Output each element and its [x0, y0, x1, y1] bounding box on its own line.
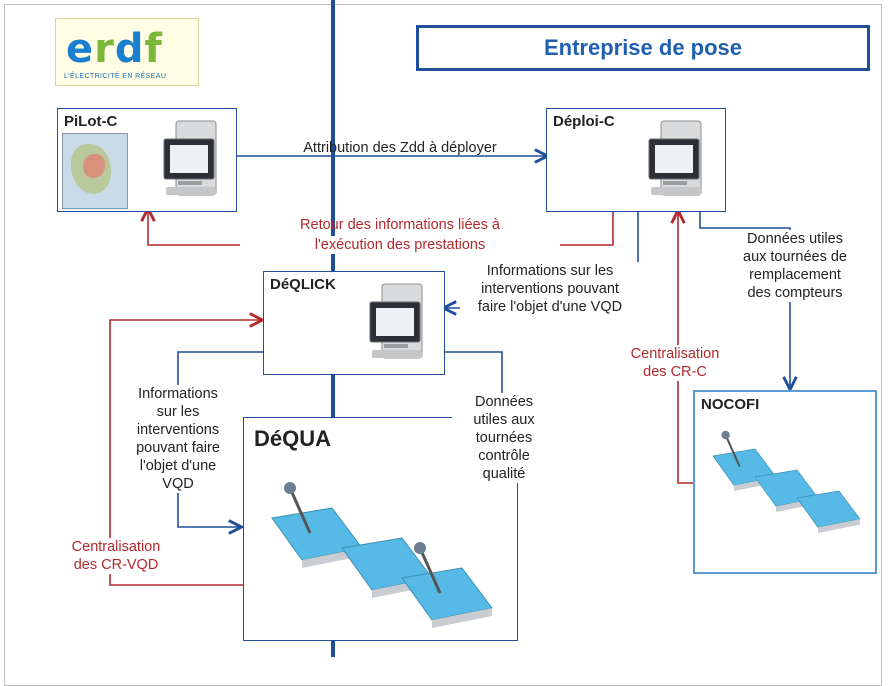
node-nocofi: NOCOFI — [693, 390, 877, 574]
node-deqlick: DéQLICK — [263, 271, 445, 375]
arrow-donnees-nocofi — [699, 210, 790, 388]
title-box: Entreprise de pose — [416, 25, 870, 71]
arrow-centralisation-crc — [678, 212, 693, 484]
meter-icon — [271, 482, 493, 628]
text-line: des CR-VQD — [73, 557, 159, 573]
node-pilot: PiLot-C — [57, 108, 237, 212]
erdf-logo: erdf L'ÉLECTRICITÉ EN RÉSEAU — [55, 18, 199, 86]
text-line: Informations — [138, 386, 218, 402]
map-icon — [62, 133, 128, 209]
text-line: tournées — [475, 430, 533, 446]
meter-icon — [712, 430, 861, 533]
label-retour-2: l'exécution des prestations — [240, 236, 560, 254]
text-line: faire l'objet d'une VQD — [477, 299, 623, 315]
computer-icon — [163, 120, 217, 196]
text-line: Données utiles — [747, 231, 843, 247]
label-centralisation-crvqd: Centralisation des CR-VQD — [54, 538, 178, 574]
text-line: des compteurs — [747, 285, 843, 301]
node-nocofi-label: NOCOFI — [701, 396, 760, 413]
text-line: interventions pouvant — [481, 281, 619, 297]
text-line: qualité — [482, 466, 526, 482]
text-line: des CR-C — [643, 364, 707, 380]
label-info-vqd-right: Informations sur les interventions pouva… — [460, 262, 640, 316]
label-info-vqd-left: Informations sur les interventions pouva… — [120, 385, 236, 493]
text-line: aux tournées de — [743, 249, 847, 265]
text-line: pouvant faire — [136, 440, 220, 456]
page-title: Entreprise de pose — [543, 35, 743, 60]
logo-tagline: L'ÉLECTRICITÉ EN RÉSEAU — [64, 73, 167, 80]
text-line: interventions — [136, 422, 220, 438]
label-donnees-remplacement: Données utiles aux tournées de remplacem… — [720, 230, 870, 302]
label-attribution: Attribution des Zdd à déployer — [303, 140, 497, 156]
label-retour-1: Retour des informations liées à — [300, 217, 500, 233]
text-line: l'objet d'une — [139, 458, 217, 474]
label-donnees-controle: Données utiles aux tournées contrôle qua… — [452, 393, 556, 483]
node-deqlick-label: DéQLICK — [270, 276, 336, 293]
node-pilot-label: PiLot-C — [64, 113, 118, 130]
text-line: sur les — [156, 404, 200, 420]
text-line: remplacement — [749, 267, 841, 283]
logo-mark: erdf — [66, 26, 163, 72]
text-line: Données — [474, 394, 534, 410]
text-line: Centralisation — [630, 346, 720, 362]
node-deploi-label: Déploi-C — [553, 113, 615, 130]
text-line: Centralisation — [71, 539, 161, 555]
text-line: VQD — [162, 476, 194, 492]
computer-icon — [648, 120, 702, 196]
label-centralisation-crc: Centralisation des CR-C — [610, 345, 740, 381]
node-dequa-label: DéQUA — [254, 426, 332, 451]
arrow-centralisation-crvqd — [109, 320, 261, 586]
computer-icon — [369, 283, 423, 359]
node-deploi: Déploi-C — [546, 108, 726, 212]
text-line: contrôle — [478, 448, 530, 464]
text-line: Informations sur les — [486, 263, 614, 279]
text-line: utiles aux — [473, 412, 535, 428]
